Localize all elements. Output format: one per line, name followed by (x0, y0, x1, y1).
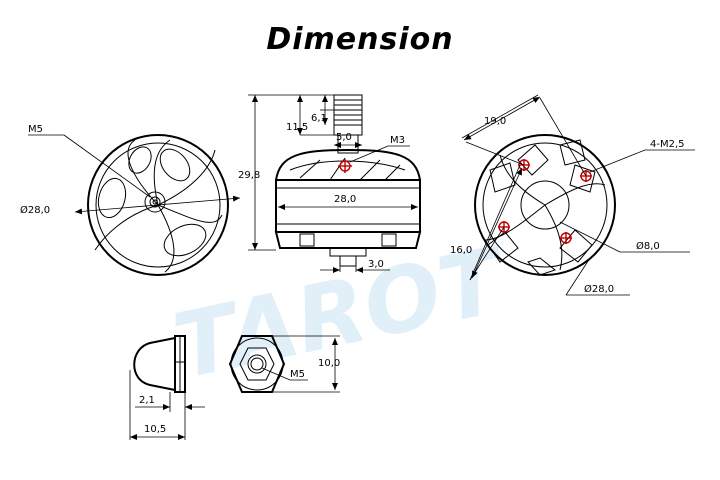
side-shaft-11-label: 11,5 (286, 122, 308, 133)
nut-length-2-label: 2,1 (139, 395, 155, 406)
side-shaft-6-label: 6,1 (311, 113, 327, 124)
side-base-label: 3,0 (368, 259, 384, 270)
page-title: Dimension (266, 22, 454, 57)
nut-side-view: 2,1 10,5 (129, 335, 205, 440)
nut-height-label: 10,0 (318, 358, 340, 369)
rear-center-label: Ø8,0 (636, 240, 660, 252)
front-diameter-label: Ø28,0 (20, 204, 50, 216)
rear-holes-label: 4-M2,5 (650, 139, 685, 150)
nut-front-view: 10,0 M5 (228, 335, 340, 393)
side-shaft-5-label: 5,0 (336, 132, 352, 143)
side-view: M3 5,0 29,8 11,5 6,1 28,0 (238, 94, 422, 273)
side-width-label: 28,0 (334, 194, 356, 205)
side-screw-label: M3 (390, 135, 405, 146)
nut-thread-label: M5 (290, 369, 305, 380)
nut-length-10-label: 10,5 (144, 424, 166, 435)
front-view: M5 Ø28,0 (20, 124, 241, 276)
front-thread-label: M5 (28, 124, 43, 135)
rear-diameter-label: Ø28,0 (584, 283, 614, 295)
side-height-label: 29,8 (238, 170, 260, 181)
rear-view: 19,0 4-M2,5 16,0 Ø8,0 Ø28,0 (450, 94, 695, 296)
rear-spacing-16-label: 16,0 (450, 245, 472, 256)
rear-spacing-19-label: 19,0 (484, 116, 506, 127)
